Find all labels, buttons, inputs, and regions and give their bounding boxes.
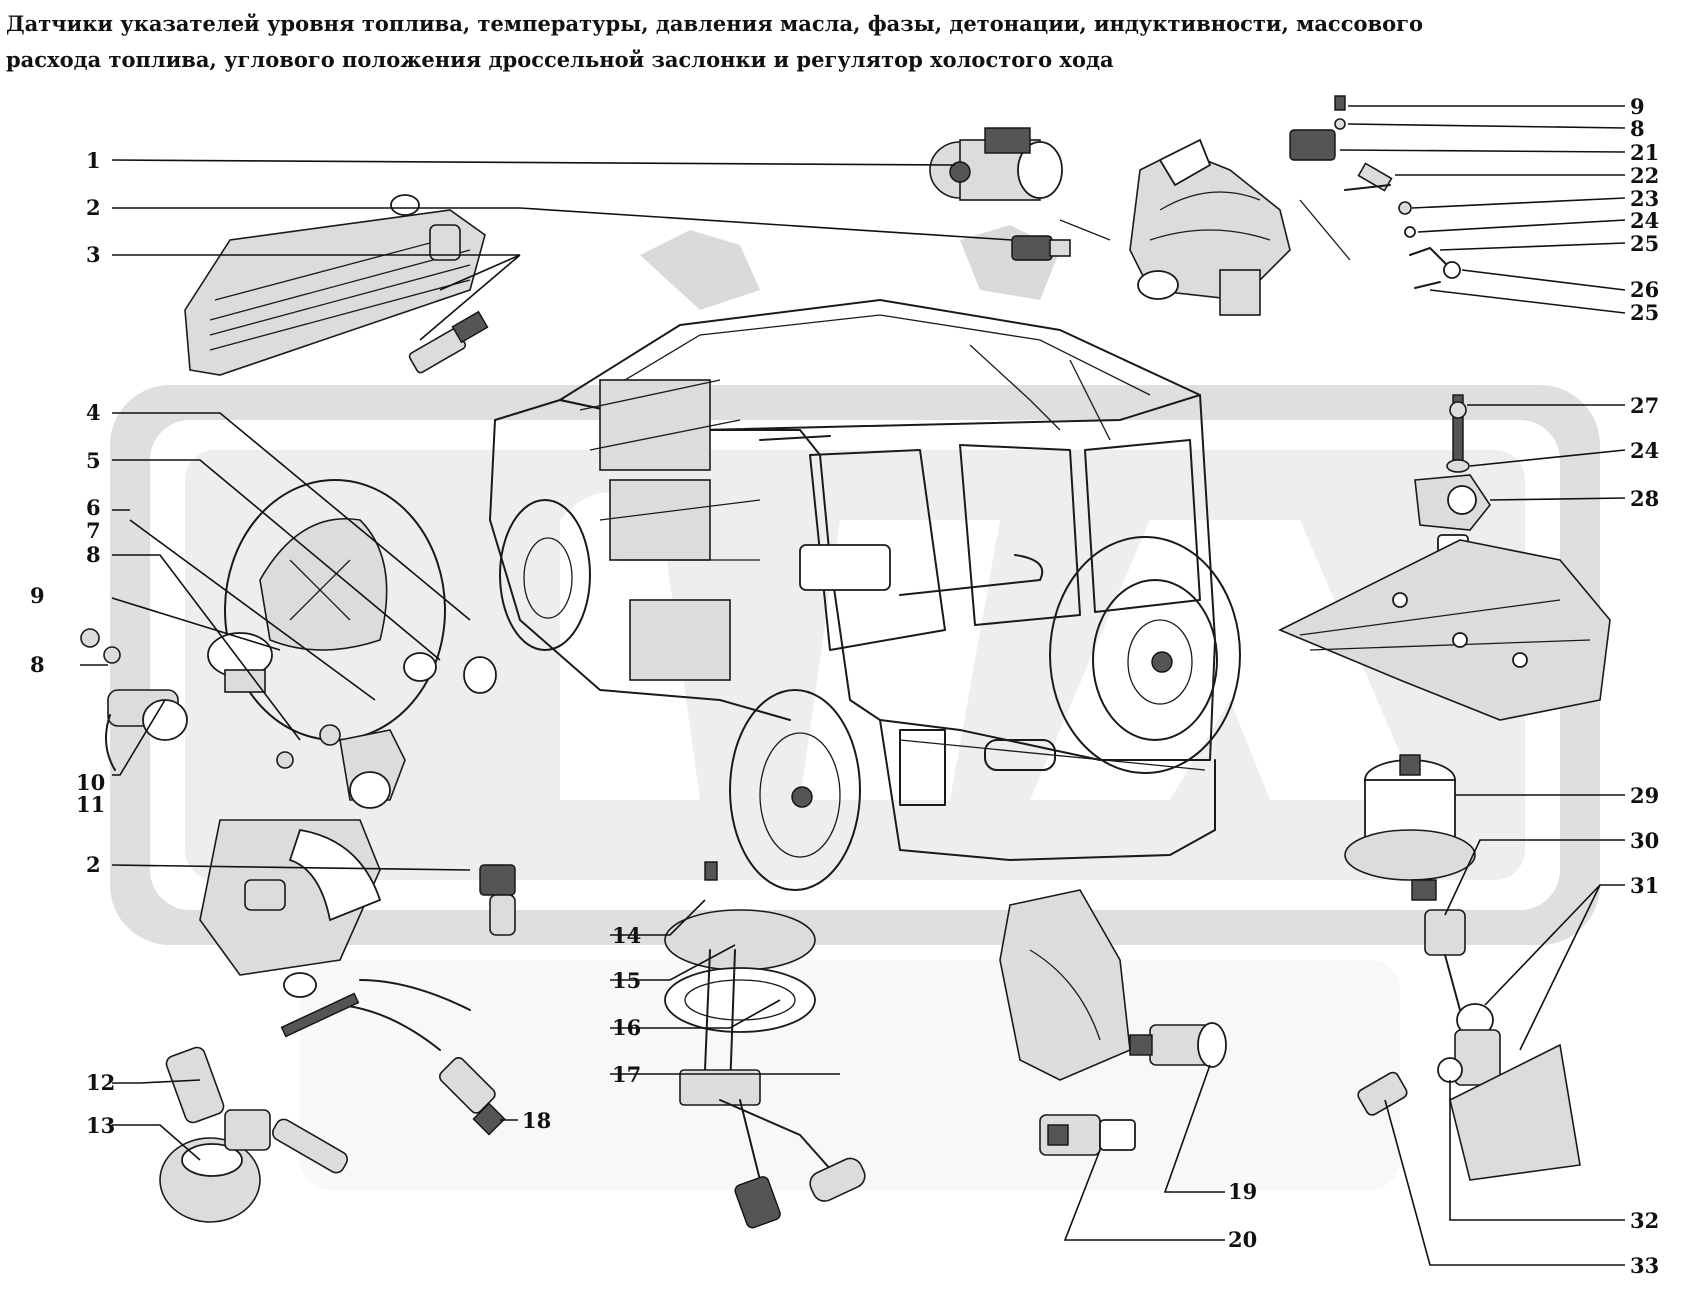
leader-lines — [80, 105, 1626, 1266]
callout-20: 20 — [1228, 1227, 1257, 1252]
throttle-body-assembly — [199, 819, 471, 1051]
callout-31: 31 — [1630, 873, 1659, 898]
vehicle-body — [489, 299, 1241, 891]
callout-30: 30 — [1630, 828, 1659, 853]
callout-5: 5 — [86, 448, 101, 473]
callout-24-lower: 24 — [1630, 438, 1659, 463]
callout-13: 13 — [86, 1113, 115, 1138]
callout-3: 3 — [86, 242, 101, 267]
callout-8-lower: 8 — [30, 652, 45, 677]
knock-and-phase-sensors-top — [1289, 95, 1461, 289]
callout-27: 27 — [1630, 393, 1659, 418]
title-line-1: Датчики указателей уровня топлива, темпе… — [6, 11, 1423, 36]
callout-21: 21 — [1630, 140, 1659, 165]
callout-14: 14 — [612, 923, 641, 948]
callout-25: 25 — [1630, 231, 1659, 256]
oil-pressure-sensor — [1344, 754, 1581, 1181]
radiator — [184, 194, 486, 376]
callout-19: 19 — [1228, 1179, 1257, 1204]
callout-22: 22 — [1630, 163, 1659, 188]
callout-labels: 1 2 3 4 5 6 7 8 9 8 10 11 2 12 13 14 15 … — [30, 94, 1659, 1278]
throttle-position-sensor-2 — [479, 864, 516, 936]
callout-8-right: 8 — [1630, 116, 1645, 141]
engine-block-sensors — [999, 889, 1227, 1156]
callout-28: 28 — [1630, 486, 1659, 511]
title-line-2: расхода топлива, углового положения дрос… — [6, 47, 1114, 72]
callout-23: 23 — [1630, 186, 1659, 211]
phase-sensor-assembly — [207, 479, 497, 809]
callout-17: 17 — [612, 1062, 641, 1087]
uaz-watermark — [110, 225, 1600, 1190]
callout-25-lower: 25 — [1630, 300, 1659, 325]
coolant-temperature-sensor-3 — [408, 310, 489, 374]
callout-33: 33 — [1630, 1253, 1659, 1278]
idle-speed-controller — [159, 1046, 349, 1223]
callout-24: 24 — [1630, 208, 1659, 233]
callout-7: 7 — [86, 518, 101, 543]
callout-11: 11 — [76, 792, 105, 817]
callout-29: 29 — [1630, 783, 1659, 808]
coolant-temperature-sensor-top — [1011, 235, 1071, 261]
knock-sensor — [1278, 394, 1611, 721]
callout-10: 10 — [76, 770, 105, 795]
diagram-title: Датчики указателей уровня топлива, темпе… — [6, 6, 1686, 78]
intake-manifold — [1059, 138, 1351, 316]
callout-4: 4 — [86, 400, 101, 425]
callout-8: 8 — [86, 542, 101, 567]
callout-6: 6 — [86, 495, 101, 520]
callout-32: 32 — [1630, 1208, 1659, 1233]
callout-16: 16 — [612, 1015, 641, 1040]
callout-9-right: 9 — [1630, 94, 1645, 119]
callout-1: 1 — [86, 148, 101, 173]
fuel-level-sensor — [664, 861, 866, 1229]
callout-9: 9 — [30, 583, 45, 608]
mass-air-flow-sensor — [929, 127, 1063, 201]
coolant-temperature-sensor-18 — [438, 1056, 506, 1136]
callout-18: 18 — [522, 1108, 551, 1133]
phase-sensor-10 — [80, 628, 188, 771]
callout-2-lower: 2 — [86, 852, 101, 877]
callout-12: 12 — [86, 1070, 115, 1095]
callout-15: 15 — [612, 968, 641, 993]
callout-26: 26 — [1630, 277, 1659, 302]
callout-2: 2 — [86, 195, 101, 220]
